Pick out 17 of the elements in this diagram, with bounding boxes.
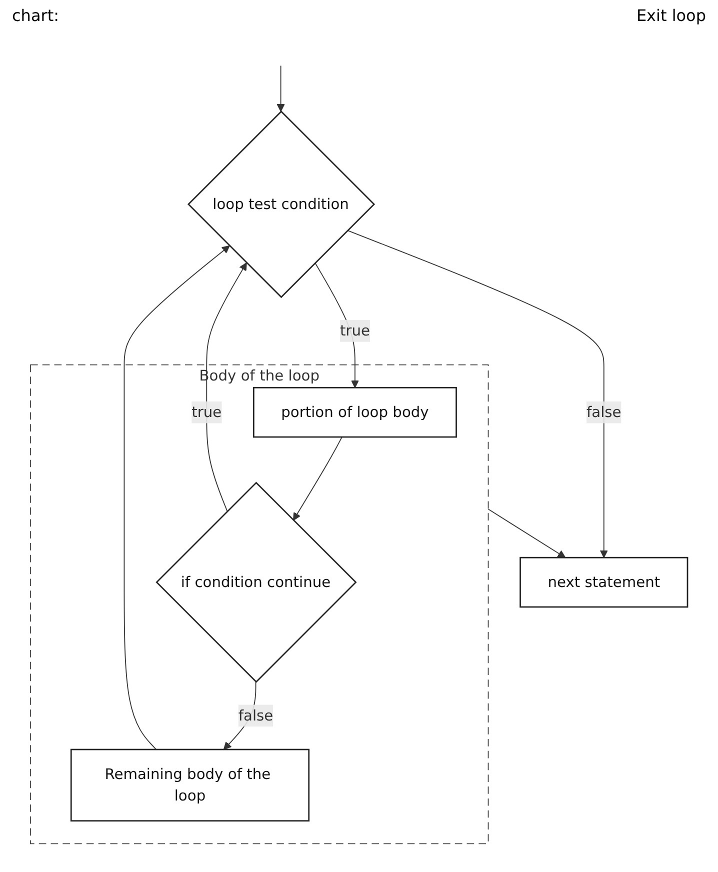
arrow	[206, 262, 247, 512]
node-box: next statement	[520, 556, 688, 608]
arrow	[488, 508, 566, 558]
arrow	[347, 230, 608, 558]
node-box: portion of loop body	[252, 386, 457, 438]
edge-label: false	[586, 403, 622, 421]
edge-label: false	[238, 706, 274, 724]
note-text: Exit loop	[636, 6, 706, 25]
edge-label: true	[340, 322, 370, 340]
note-text: chart:	[12, 6, 59, 25]
node-diamond: loop test condition	[187, 110, 376, 298]
edge-label: true	[192, 403, 222, 421]
arrow	[292, 436, 342, 521]
arrow	[276, 65, 285, 112]
node-box: Remaining body of the loop	[70, 748, 310, 822]
node-diamond: if condition continue	[156, 482, 357, 683]
arrow	[124, 245, 230, 750]
